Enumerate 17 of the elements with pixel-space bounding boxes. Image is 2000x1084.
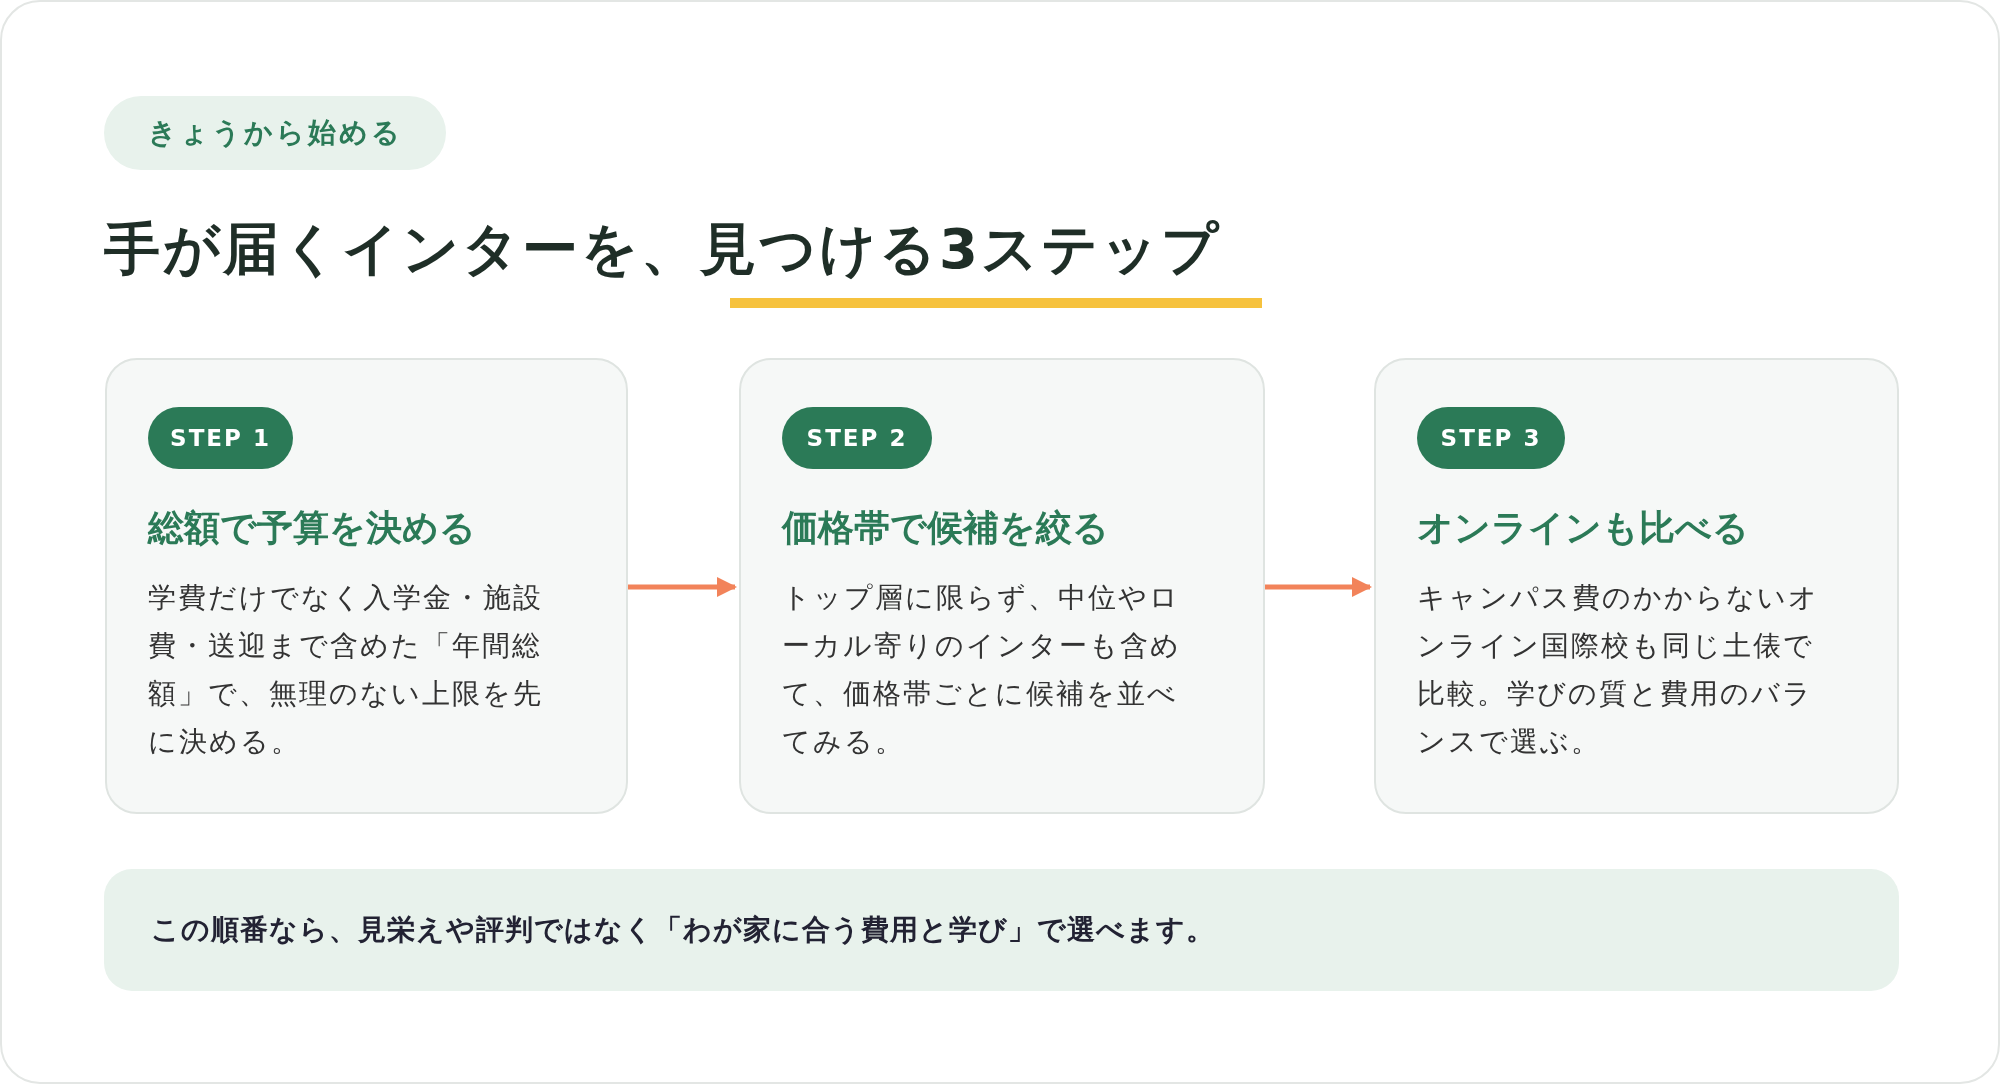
- step-heading: オンラインも比べる: [1417, 506, 1749, 550]
- step-description: 学費だけでなく入学金・施設費・送迎まで含めた「年間総額」で、無理のない上限を先に決める。: [148, 580, 544, 760]
- step-card: [105, 358, 628, 814]
- step-heading: 価格帯で候補を絞る: [782, 506, 1109, 550]
- step-badge: STEP 2: [782, 407, 932, 469]
- heading: 手が届くインターを、見つける3ステップ: [104, 215, 1221, 283]
- note-text: この順番なら、見栄えや評判ではなく「わが家に合う費用と学び」で選べます。: [151, 912, 1215, 948]
- step-badge: STEP 3: [1417, 407, 1565, 469]
- step-description: キャンパス費のかからないオンライン国際校も同じ土俵で比較。学びの質と費用のバランスで選ぶ。: [1417, 580, 1820, 760]
- step-heading: 総額で予算を決める: [148, 506, 476, 550]
- tag-pill: きょうから始める: [104, 96, 446, 170]
- arrow: [1265, 577, 1372, 597]
- step-badge: STEP 1: [148, 407, 293, 469]
- arrow: [628, 577, 737, 597]
- step-card: [1374, 358, 1899, 814]
- step-description: トップ層に限らず、中位やローカル寄りのインターも含めて、価格帯ごとに候補を並べてみる。: [782, 580, 1182, 760]
- step-card: [739, 358, 1265, 814]
